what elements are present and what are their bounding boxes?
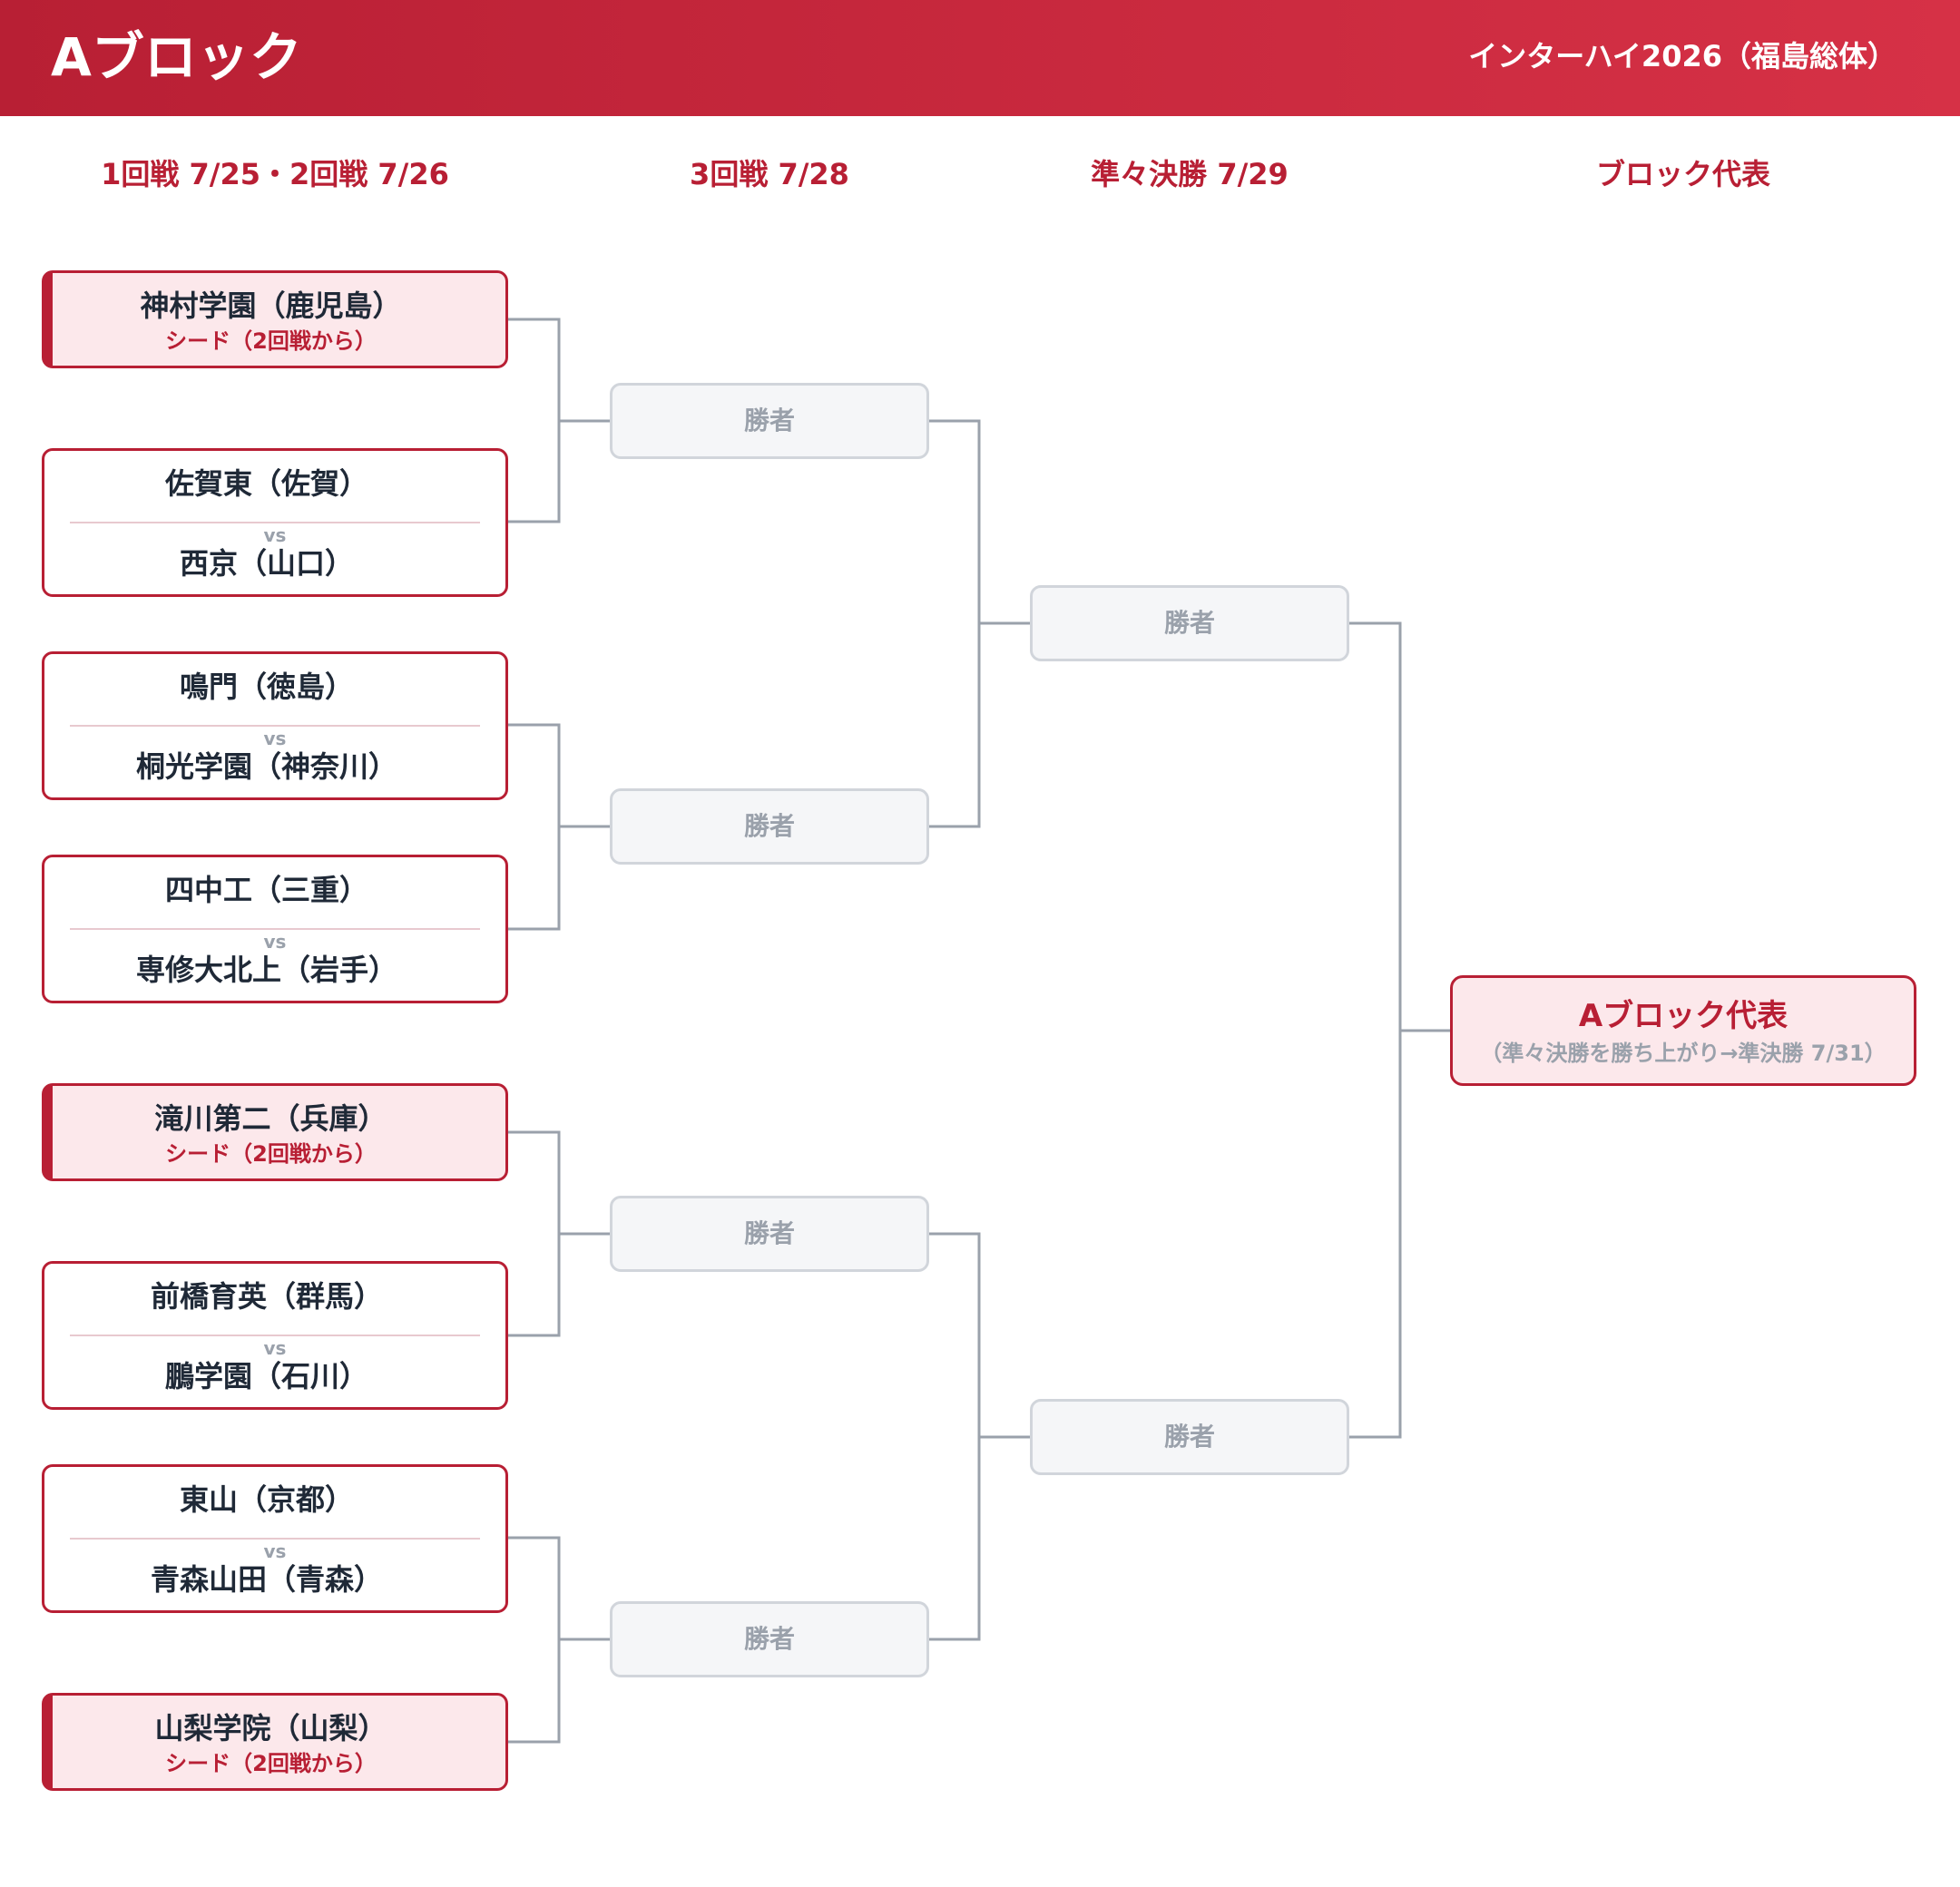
page-title: Aブロック (51, 26, 302, 88)
team-name: 山梨学院（山梨） (154, 1711, 387, 1745)
team-name: 滝川第二（兵庫） (154, 1101, 387, 1136)
round3-winner-2[interactable]: 勝者 (610, 788, 929, 865)
seed-note: シード（2回戦から） (165, 1141, 377, 1167)
vs-label: vs (263, 728, 287, 749)
column-header-round1: 1回戦 7/25・2回戦 7/26 (101, 157, 449, 191)
match-divider (70, 522, 480, 523)
seed-card-2[interactable]: 滝川第二（兵庫） シード（2回戦から） (42, 1083, 508, 1181)
team-name: 鵬学園（石川） (164, 1359, 368, 1393)
connector-r3-2 (929, 1232, 981, 1641)
team-name: 鳴門（徳島） (179, 670, 354, 704)
vs-label: vs (263, 524, 287, 546)
vs-label: vs (263, 931, 287, 953)
team-name: 神村学園（鹿児島） (140, 288, 402, 323)
match-divider (70, 928, 480, 930)
connector-r1-2 (508, 723, 561, 931)
column-header-round3: 3回戦 7/28 (690, 157, 849, 191)
match-divider (70, 1335, 480, 1336)
match-card-4[interactable]: 前橋育英（群馬） vs 鵬学園（石川） (42, 1261, 508, 1410)
match-card-2[interactable]: 鳴門（徳島） vs 桐光学園（神奈川） (42, 651, 508, 800)
quarterfinal-winner-1[interactable]: 勝者 (1030, 585, 1349, 661)
team-name: 桐光学園（神奈川） (135, 749, 397, 784)
team-name: 青森山田（青森） (150, 1562, 383, 1597)
team-name: 東山（京都） (179, 1482, 354, 1517)
connector-r3-1 (929, 419, 981, 828)
team-name: 専修大北上（岩手） (135, 953, 397, 987)
connector-qf (1349, 621, 1402, 1439)
team-name: 西京（山口） (179, 546, 354, 581)
round3-winner-4[interactable]: 勝者 (610, 1601, 929, 1677)
seed-note: シード（2回戦から） (165, 328, 377, 354)
vs-label: vs (263, 1337, 287, 1359)
match-divider (70, 1538, 480, 1540)
round3-winner-1[interactable]: 勝者 (610, 383, 929, 459)
seed-card-3[interactable]: 山梨学院（山梨） シード（2回戦から） (42, 1693, 508, 1791)
match-divider (70, 725, 480, 727)
match-card-1[interactable]: 佐賀東（佐賀） vs 西京（山口） (42, 448, 508, 597)
column-header-quarterfinal: 準々決勝 7/29 (1091, 157, 1289, 191)
block-representative-card[interactable]: Aブロック代表 （準々決勝を勝ち上がり→準決勝 7/31） (1450, 975, 1916, 1086)
quarterfinal-winner-2[interactable]: 勝者 (1030, 1399, 1349, 1475)
team-name: 前橋育英（群馬） (150, 1279, 383, 1314)
tournament-name: インターハイ2026（福島総体） (1468, 39, 1896, 73)
team-name: 四中工（三重） (164, 873, 368, 907)
team-name: 佐賀東（佐賀） (164, 466, 368, 501)
match-card-3[interactable]: 四中工（三重） vs 専修大北上（岩手） (42, 855, 508, 1003)
page-header: Aブロック インターハイ2026（福島総体） (0, 0, 1960, 116)
column-header-representative: ブロック代表 (1595, 157, 1770, 191)
connector-r1-3 (508, 1130, 561, 1337)
connector-r1-4 (508, 1536, 561, 1744)
vs-label: vs (263, 1540, 287, 1562)
round3-winner-3[interactable]: 勝者 (610, 1196, 929, 1272)
representative-title: Aブロック代表 (1578, 998, 1788, 1034)
seed-card-1[interactable]: 神村学園（鹿児島） シード（2回戦から） (42, 270, 508, 368)
representative-note: （準々決勝を勝ち上がり→準決勝 7/31） (1480, 1041, 1886, 1066)
match-card-5[interactable]: 東山（京都） vs 青森山田（青森） (42, 1464, 508, 1613)
seed-note: シード（2回戦から） (165, 1751, 377, 1776)
connector-r1-1 (508, 318, 561, 523)
